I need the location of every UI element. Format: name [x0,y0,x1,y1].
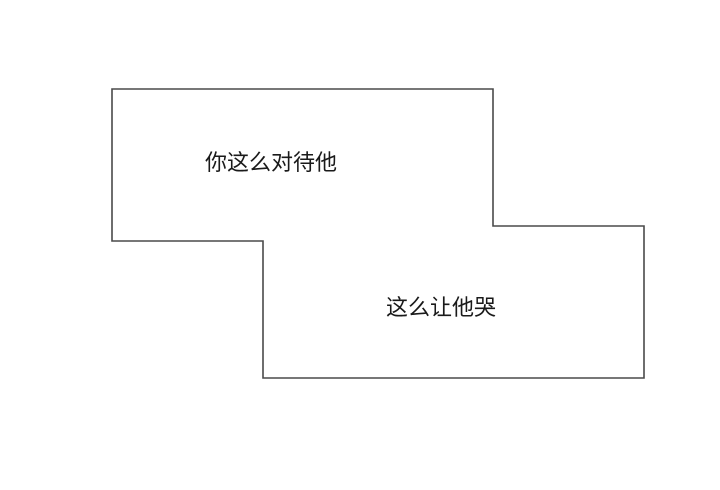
caption-line-1: 你这么对待他 [205,151,338,176]
speech-box-outline [111,88,645,379]
caption-line-2: 这么让他哭 [386,296,497,321]
